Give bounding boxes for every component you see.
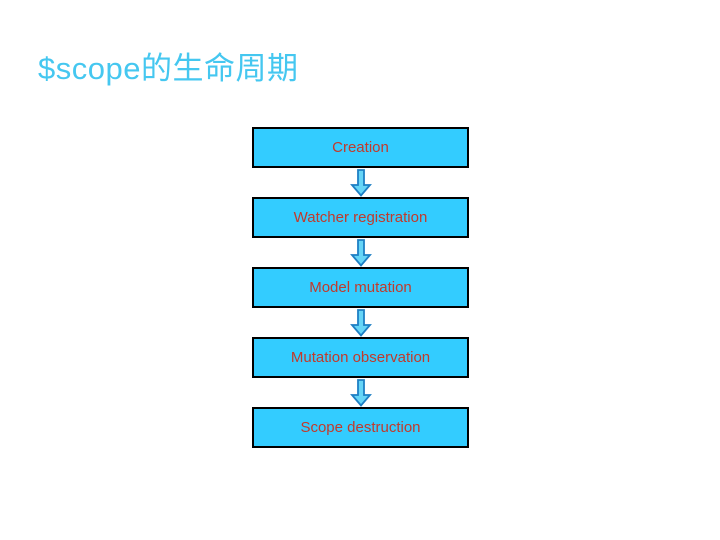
- down-arrow-icon: [349, 238, 373, 267]
- lifecycle-flowchart: Creation Watcher registration Model muta…: [252, 127, 469, 448]
- flow-step-watcher-registration: Watcher registration: [252, 197, 469, 238]
- flow-step-label: Scope destruction: [300, 419, 421, 436]
- flow-step-label: Watcher registration: [293, 209, 428, 226]
- down-arrow-icon: [349, 378, 373, 407]
- flow-step-scope-destruction: Scope destruction: [252, 407, 469, 448]
- flow-step-label: Mutation observation: [290, 349, 431, 366]
- flow-step-mutation-observation: Mutation observation: [252, 337, 469, 378]
- flow-step-model-mutation: Model mutation: [252, 267, 469, 308]
- down-arrow-icon: [349, 308, 373, 337]
- slide-title: $scope的生命周期: [38, 50, 299, 86]
- flow-step-creation: Creation: [252, 127, 469, 168]
- flow-step-label: Model mutation: [309, 279, 412, 296]
- down-arrow-icon: [349, 168, 373, 197]
- flow-step-label: Creation: [332, 139, 389, 156]
